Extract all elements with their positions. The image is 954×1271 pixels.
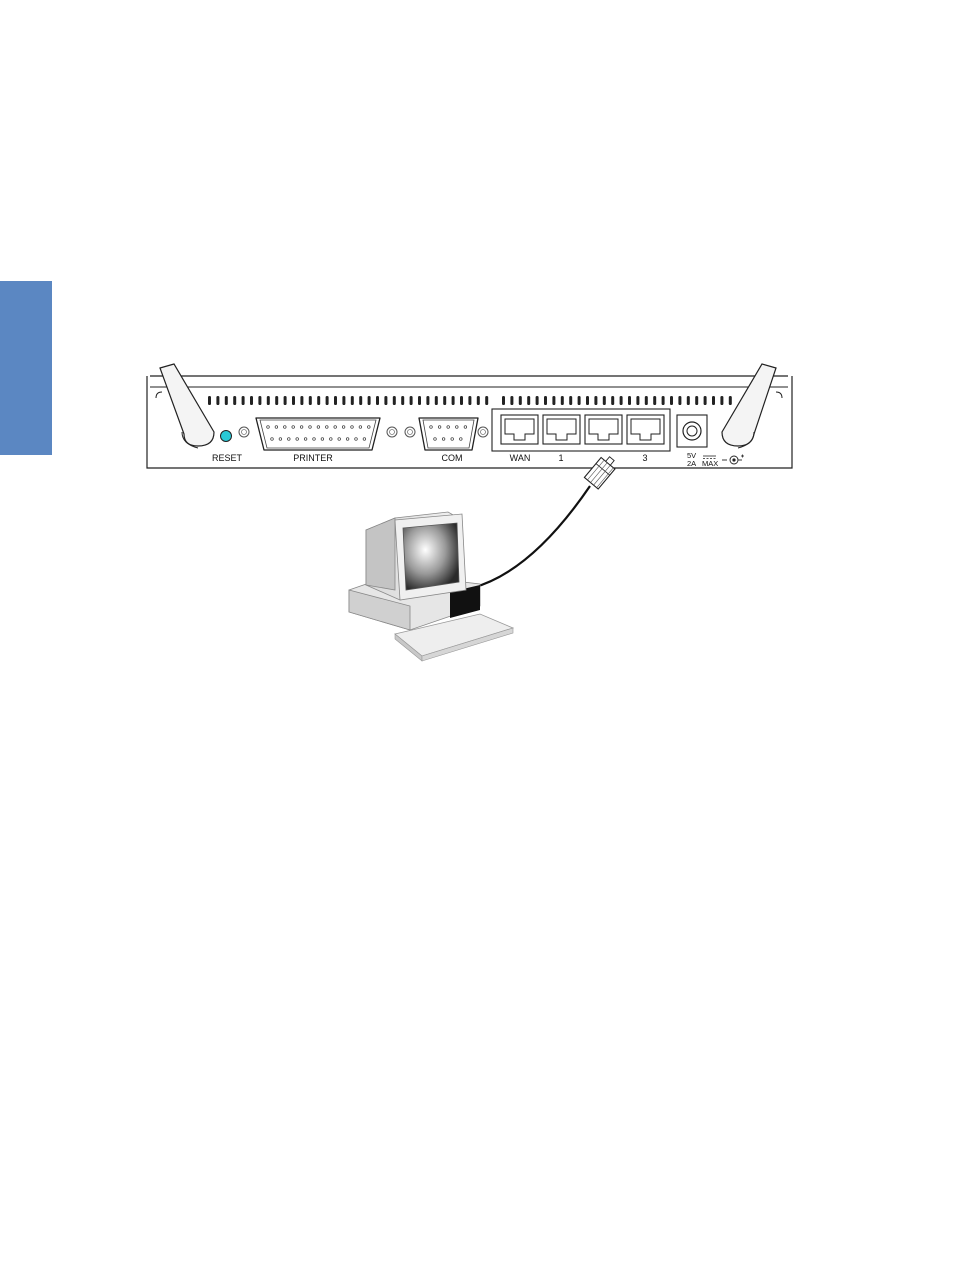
vent-slot [645,396,648,405]
vent-slot [258,396,261,405]
vent-slot [485,396,488,405]
vent-slot [561,396,564,405]
reset-button[interactable] [221,431,232,442]
vent-slot [233,396,236,405]
vent-slot [628,396,631,405]
vent-slot [653,396,656,405]
vent-slot [376,396,379,405]
vent-slot [326,396,329,405]
vent-slot [569,396,572,405]
vent-slot [536,396,539,405]
vent-slot [620,396,623,405]
vent-slot [368,396,371,405]
vent-slot [216,396,219,405]
vent-slot [636,396,639,405]
vent-slot [670,396,673,405]
lan2-port[interactable] [585,415,622,444]
lan3-port[interactable] [627,415,664,444]
vent-slot [384,396,387,405]
power-jack-icon[interactable] [677,415,707,447]
vent-slot [510,396,513,405]
vent-slot [468,396,471,405]
vent-slot [342,396,345,405]
vent-slot [611,396,614,405]
vent-slot [594,396,597,405]
wan-label: WAN [510,453,531,463]
vent-slot [292,396,295,405]
com-label: COM [442,453,463,463]
rj45-plug-icon [584,453,618,489]
vent-slot [225,396,228,405]
screw-post [387,427,397,437]
vent-slot [477,396,480,405]
vent-slot [662,396,665,405]
vent-slot [578,396,581,405]
vent-slot [317,396,320,405]
vent-slot [460,396,463,405]
vent-slots [208,396,732,405]
vent-slot [300,396,303,405]
wan-port[interactable] [501,415,538,444]
vent-slot [393,396,396,405]
power-max: MAX [702,459,718,468]
vent-slot [687,396,690,405]
desktop-computer-icon [349,512,513,661]
vent-slot [586,396,589,405]
vent-slot [443,396,446,405]
screw-post [478,427,488,437]
vent-slot [712,396,715,405]
vent-slot [426,396,429,405]
vent-slot [359,396,362,405]
screw-post [239,427,249,437]
reset-label: RESET [212,453,243,463]
com-port[interactable] [419,418,478,450]
vent-slot [284,396,287,405]
printer-label: PRINTER [293,453,333,463]
vent-slot [208,396,211,405]
vent-slot [275,396,278,405]
vent-slot [418,396,421,405]
printer-port[interactable] [256,418,380,450]
lan3-label: 3 [642,453,647,463]
vent-slot [704,396,707,405]
screw-post [405,427,415,437]
vent-slot [544,396,547,405]
vent-slot [309,396,312,405]
vent-slot [242,396,245,405]
vent-slot [401,396,404,405]
vent-slot [695,396,698,405]
power-current: 2A [687,459,696,468]
vent-slot [435,396,438,405]
vent-slot [334,396,337,405]
vent-slot [720,396,723,405]
vent-slot [519,396,522,405]
vent-slot [502,396,505,405]
vent-slot [603,396,606,405]
lan1-port[interactable] [543,415,580,444]
vent-slot [410,396,413,405]
vent-slot [527,396,530,405]
vent-slot [351,396,354,405]
vent-slot [452,396,455,405]
vent-slot [250,396,253,405]
lan1-label: 1 [558,453,563,463]
vent-slot [552,396,555,405]
ethernet-cable [472,486,590,588]
vent-slot [267,396,270,405]
vent-slot [729,396,732,405]
ethernet-port-block [492,409,670,451]
vent-slot [678,396,681,405]
